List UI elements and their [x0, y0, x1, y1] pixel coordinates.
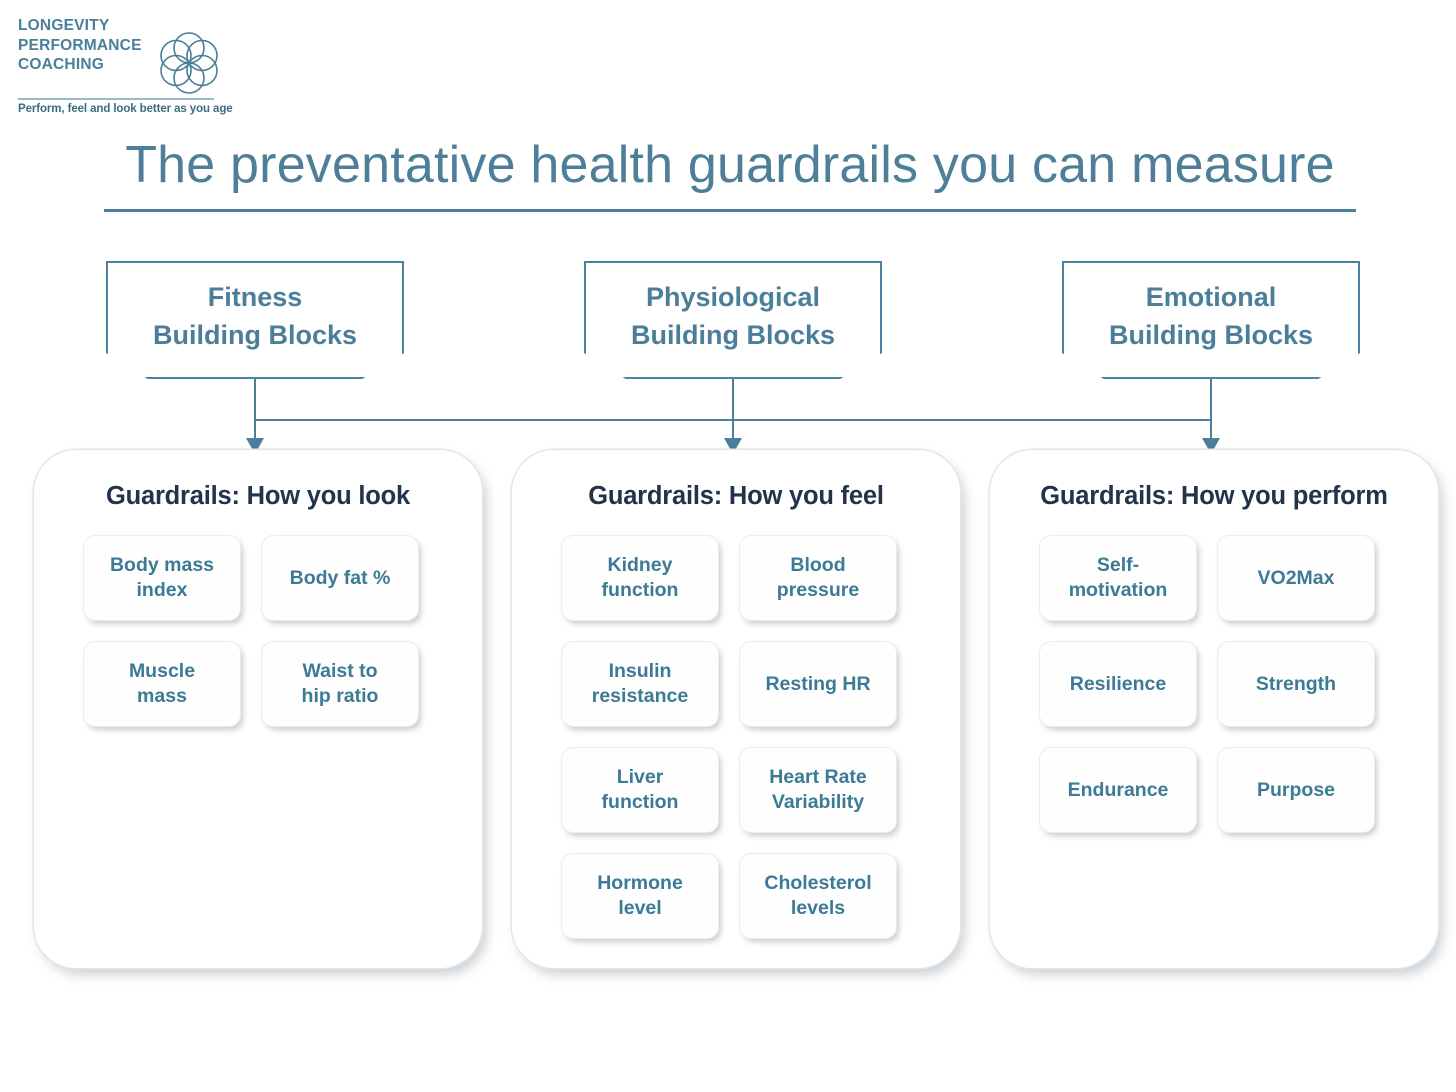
- building-block-label: Emotional Building Blocks: [1108, 282, 1314, 350]
- building-block-emotional[interactable]: Emotional Building Blocks: [1062, 261, 1360, 379]
- guardrail-chip[interactable]: Heart Rate Variability: [740, 748, 896, 832]
- title-underline: [104, 209, 1356, 212]
- brand-logo: LONGEVITY PERFORMANCE COACHING Perform, …: [18, 14, 233, 115]
- guardrail-chip[interactable]: Muscle mass: [84, 642, 240, 726]
- logo-divider: [18, 98, 214, 100]
- guardrail-panel-look: Guardrails: How you look Body mass index…: [34, 450, 482, 968]
- guardrail-chip[interactable]: Strength: [1218, 642, 1374, 726]
- building-block-fitness[interactable]: Fitness Building Blocks: [106, 261, 404, 379]
- guardrail-chip[interactable]: Waist to hip ratio: [262, 642, 418, 726]
- guardrail-chip[interactable]: Body mass index: [84, 536, 240, 620]
- building-block-shape: [106, 261, 404, 379]
- building-block-physiological[interactable]: Physiological Building Blocks: [584, 261, 882, 379]
- guardrail-chip[interactable]: Purpose: [1218, 748, 1374, 832]
- guardrail-chip[interactable]: Liver function: [562, 748, 718, 832]
- guardrail-chip[interactable]: Cholesterol levels: [740, 854, 896, 938]
- logo-tagline: Perform, feel and look better as you age: [18, 103, 233, 115]
- panel-heading: Guardrails: How you perform: [1040, 482, 1388, 510]
- logo-wordmark: LONGEVITY PERFORMANCE COACHING: [18, 16, 142, 75]
- building-block-label: Fitness Building Blocks: [152, 282, 358, 350]
- chip-grid: Self- motivation VO2Max Resilience Stren…: [1040, 536, 1390, 832]
- guardrail-chip[interactable]: Hormone level: [562, 854, 718, 938]
- building-block-shape: [584, 261, 882, 379]
- guardrail-chip[interactable]: Insulin resistance: [562, 642, 718, 726]
- guardrail-chip[interactable]: Endurance: [1040, 748, 1196, 832]
- guardrail-chip[interactable]: Resting HR: [740, 642, 896, 726]
- flower-of-life-icon: [154, 28, 224, 96]
- panel-heading: Guardrails: How you feel: [588, 482, 884, 510]
- logo-wordmark-line-2: PERFORMANCE: [18, 36, 142, 54]
- guardrail-chip[interactable]: Body fat %: [262, 536, 418, 620]
- building-block-shape: [1062, 261, 1360, 379]
- logo-wordmark-line-3: COACHING: [18, 56, 104, 73]
- page-title: The preventative health guardrails you c…: [125, 136, 1335, 194]
- guardrail-chip[interactable]: Resilience: [1040, 642, 1196, 726]
- chip-grid: Kidney function Blood pressure Insulin r…: [562, 536, 912, 938]
- guardrail-chip[interactable]: VO2Max: [1218, 536, 1374, 620]
- guardrail-chip[interactable]: Self- motivation: [1040, 536, 1196, 620]
- chip-grid: Body mass index Body fat % Muscle mass W…: [84, 536, 434, 726]
- guardrail-chip[interactable]: Kidney function: [562, 536, 718, 620]
- guardrail-panel-feel: Guardrails: How you feel Kidney function…: [512, 450, 960, 968]
- building-block-label: Physiological Building Blocks: [630, 282, 836, 350]
- panel-heading: Guardrails: How you look: [105, 482, 411, 510]
- logo-wordmark-line-1: LONGEVITY: [18, 17, 110, 34]
- guardrail-chip[interactable]: Blood pressure: [740, 536, 896, 620]
- guardrail-panel-perform: Guardrails: How you perform Self- motiva…: [990, 450, 1438, 968]
